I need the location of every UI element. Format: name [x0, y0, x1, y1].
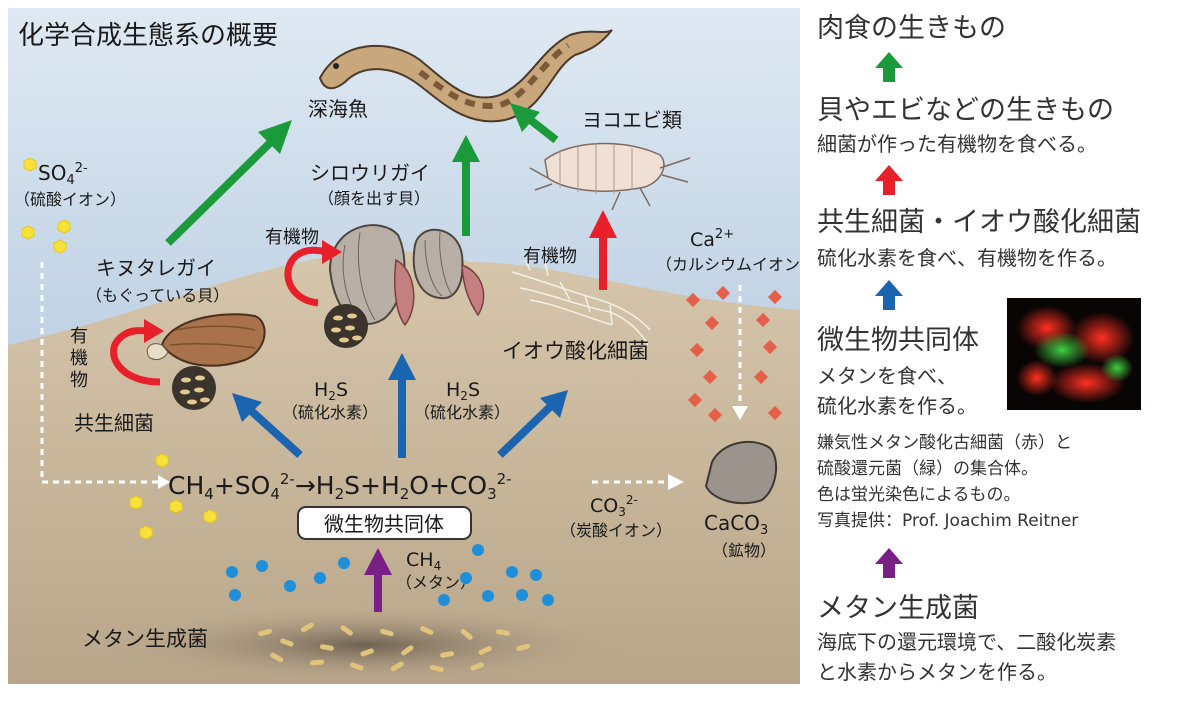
legend-red-arrow	[875, 165, 903, 195]
kinuta-label: キヌタレガイ	[96, 256, 216, 280]
ca-desc: （カルシウムイオン）	[656, 255, 800, 274]
methane-dots	[226, 544, 554, 606]
ch4-desc: （メタン）	[396, 573, 476, 592]
legend-caption-4: 写真提供：Prof. Joachim Reitner	[817, 511, 1079, 531]
legend-carnivore: 肉食の生きもの	[817, 13, 1006, 44]
legend-panel: 肉食の生きもの 貝やエビなどの生きもの 細菌が作った有機物を食べる。 共生細菌・…	[805, 0, 1175, 701]
reaction-equation: CH4+SO42-→H2S+H2O+CO32-	[168, 470, 512, 503]
legend-purple-arrow	[875, 548, 903, 578]
so4-dots	[21, 157, 217, 540]
legend-bacteria-desc: 硫化水素を食べ、有機物を作る。	[817, 246, 1117, 270]
blue-arrows	[232, 353, 568, 458]
shirouri-desc: （顔を出す貝）	[318, 189, 430, 208]
sulfur-bacteria-mat	[511, 259, 651, 346]
h2s-right-label: H2S	[446, 379, 480, 403]
red-curved-arrow-left	[110, 319, 164, 386]
caco3-desc: （鉱物）	[712, 541, 776, 560]
h2s-left-label: H2S	[314, 379, 348, 403]
kinuta-desc: （もぐっている貝）	[86, 286, 229, 305]
amphipod-label: ヨコエビ類	[582, 108, 682, 132]
legend-blue-arrow	[875, 280, 903, 310]
co3-desc: （炭酸イオン）	[560, 521, 672, 540]
symbiotic-bacteria-label: 共生細菌	[74, 411, 154, 435]
ecosystem-diagram: 化学合成生態系の概要 深海魚 ヨコエビ類 シロウリガイ （顔を出す貝）	[8, 8, 800, 685]
methanogen-zone	[105, 605, 625, 685]
legend-caption-2: 硫酸還元菌（緑）の集合体。	[817, 459, 1038, 479]
diagram-canvas: 化学合成生態系の概要 深海魚 ヨコエビ類 シロウリガイ （顔を出す貝）	[8, 8, 800, 685]
legend-methanogen-desc1: 海底下の還元環境で、二酸化炭素	[817, 630, 1117, 654]
ca-dashed-arrowhead	[732, 406, 748, 420]
legend-methanogen: メタン生成菌	[817, 593, 979, 624]
amphipod-illustration	[529, 142, 691, 211]
so4-desc: （硫酸イオン）	[14, 190, 126, 209]
green-arrows	[165, 103, 559, 246]
purple-arrow	[364, 548, 392, 612]
ca-dots	[685, 285, 783, 423]
consortium-box-label: 微生物共同体	[324, 512, 444, 536]
diagram-title: 化学合成生態系の概要	[18, 21, 278, 51]
shirouri-label: シロウリガイ	[310, 161, 430, 185]
legend-shellfish-desc: 細菌が作った有機物を食べる。	[817, 132, 1097, 156]
consortium-micrograph	[1007, 298, 1141, 410]
organic-left-1: 有	[70, 326, 88, 347]
co3-dashed-arrowhead	[668, 474, 684, 490]
organic-left-3: 物	[70, 370, 88, 391]
organic-right-label: 有機物	[523, 246, 577, 267]
methanogen-label: メタン生成菌	[82, 627, 208, 651]
green-arrowhead-center	[452, 135, 480, 162]
green-arrowhead-right	[510, 103, 540, 132]
legend-consortium: 微生物共同体	[817, 325, 979, 356]
deep-sea-fish-illustration	[318, 29, 613, 123]
legend-consortium-desc2: 硫化水素を作る。	[817, 394, 977, 418]
caco3-label: CaCO3	[704, 511, 768, 538]
red-curved-arrow-top	[284, 240, 342, 307]
legend-bacteria: 共生細菌・イオウ酸化細菌	[817, 207, 1141, 238]
legend-caption-1: 嫌気性メタン酸化古細菌（赤）と	[817, 433, 1072, 453]
h2s-left-desc: （硫化水素）	[282, 403, 378, 422]
methanogen-cells	[258, 622, 530, 673]
legend-methanogen-desc2: と水素からメタンを作る。	[817, 660, 1057, 684]
kinuta-clam-illustration	[146, 313, 266, 410]
shirouri-clam-illustration	[324, 224, 485, 348]
legend-caption-3: 色は蛍光染色によるもの。	[817, 485, 1021, 505]
organic-top-label: 有機物	[265, 227, 319, 248]
legend-green-arrow	[875, 52, 903, 82]
co3-label: CO32-	[590, 493, 638, 519]
green-arrowhead-left	[258, 120, 292, 154]
consortium-box	[297, 506, 472, 540]
legend-consortium-desc1: メタンを食べ、	[817, 364, 957, 388]
ch4-label: CH4	[406, 549, 441, 573]
so4-dashed-arrowhead	[158, 475, 170, 489]
ca-label: Ca2+	[690, 227, 734, 251]
so4-dashed-path	[40, 262, 162, 484]
sulfur-bacteria-label: イオウ酸化細菌	[502, 339, 649, 363]
legend-shellfish: 貝やエビなどの生きもの	[817, 95, 1114, 126]
so4-label: SO42-	[38, 161, 88, 188]
h2s-right-desc: （硫化水素）	[414, 403, 510, 422]
red-arrow-up	[589, 210, 617, 290]
caco3-rock	[704, 440, 778, 505]
deep-sea-fish-label: 深海魚	[308, 97, 368, 121]
organic-left-2: 機	[70, 348, 88, 369]
